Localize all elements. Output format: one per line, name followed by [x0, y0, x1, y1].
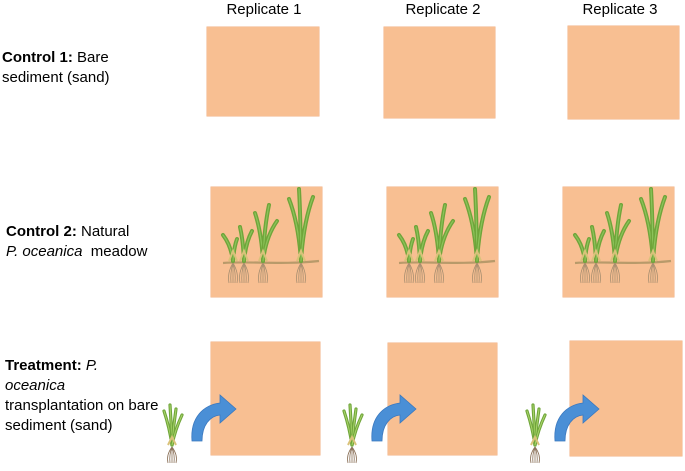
seagrass-meadow-icon	[573, 187, 672, 284]
row-label-control-2: Control 2: Natural P. oceanica meadow	[6, 222, 148, 262]
plot-control-2-rep-2	[387, 187, 498, 297]
plot-treatment-rep-2	[388, 343, 497, 455]
row-label-bold: Control 1:	[2, 49, 73, 66]
row-label-text: Bare	[72, 49, 109, 66]
transplant-3	[519, 385, 609, 471]
header-replicate-2: Replicate 2	[405, 1, 481, 18]
plot-control-2-rep-1	[211, 187, 322, 297]
row-label-text: sediment (sand)	[2, 69, 110, 86]
header-replicate-3: Replicate 3	[582, 1, 658, 18]
row-label-bold: Treatment:	[5, 357, 82, 374]
row-label-italic: P.	[81, 357, 99, 374]
row-label-control-1: Control 1: Bare sediment (sand)	[2, 48, 110, 88]
row-label-italic: oceanica	[5, 377, 66, 394]
row-label-text: transplantation on bare	[5, 397, 159, 414]
seagrass-shoot-icon	[525, 403, 547, 464]
row-label-text: sediment (sand)	[5, 417, 113, 434]
row-label-text: Natural	[76, 223, 130, 240]
plot-control-2-rep-3	[563, 187, 674, 297]
seagrass-shoot-icon	[162, 403, 184, 464]
plot-treatment-rep-3	[570, 341, 682, 456]
plot-treatment-rep-1	[211, 342, 320, 455]
plot-control-1-rep-3	[568, 26, 679, 119]
row-label-italic: P. oceanica	[6, 243, 83, 260]
row-label-treatment: Treatment: P. oceanica transplantation o…	[5, 356, 158, 436]
blue-curved-arrow-icon	[371, 394, 417, 442]
blue-curved-arrow-icon	[191, 394, 237, 442]
transplant-2	[336, 385, 426, 471]
seagrass-meadow-icon	[397, 187, 496, 284]
row-label-bold: Control 2:	[6, 223, 77, 240]
row-label-text: meadow	[82, 243, 148, 260]
seagrass-meadow-icon	[221, 187, 320, 284]
plot-control-1-rep-2	[384, 27, 495, 118]
plot-control-1-rep-1	[207, 27, 319, 116]
transplant-1	[156, 385, 246, 471]
header-replicate-1: Replicate 1	[226, 1, 302, 18]
blue-curved-arrow-icon	[554, 394, 600, 442]
seagrass-shoot-icon	[342, 403, 364, 464]
